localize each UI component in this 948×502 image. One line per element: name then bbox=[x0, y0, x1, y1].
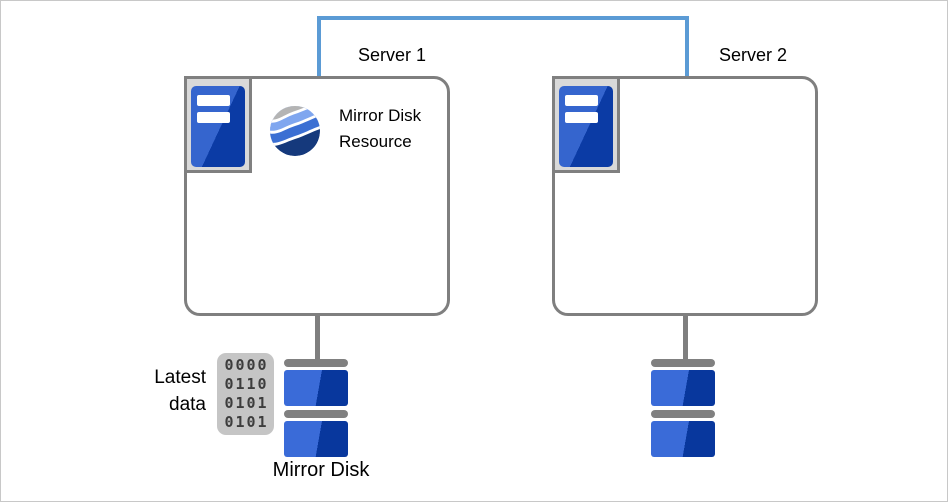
server-tower-body bbox=[191, 86, 245, 167]
disk-cap bbox=[651, 359, 715, 367]
disk-platter bbox=[284, 421, 348, 457]
mirror-disk-resource-label: Mirror Disk Resource bbox=[339, 106, 422, 151]
binary-row: 0110 bbox=[224, 375, 269, 393]
disk-connector-line bbox=[315, 314, 320, 360]
server-drive-bay bbox=[197, 95, 230, 106]
server2-label: Server 2 bbox=[718, 45, 788, 65]
server-tower-icon bbox=[184, 76, 252, 173]
mirror-disk-resource-icon bbox=[270, 106, 320, 156]
server-drive-bay bbox=[565, 95, 598, 106]
server1-label: Server 1 bbox=[357, 45, 427, 65]
server-interconnect-line bbox=[317, 16, 689, 76]
disk-connector-line bbox=[683, 314, 688, 360]
mirror-disk-label: Mirror Disk bbox=[272, 459, 370, 481]
disk-stack-icon bbox=[284, 359, 348, 457]
disk-platter bbox=[651, 421, 715, 457]
binary-row: 0101 bbox=[224, 394, 269, 412]
disk-platter bbox=[651, 370, 715, 406]
disk-cap bbox=[284, 410, 348, 418]
disk-cap bbox=[651, 410, 715, 418]
latest-data-label: Latest data bbox=[154, 367, 206, 415]
server-tower-body bbox=[559, 86, 613, 167]
server-drive-bay bbox=[197, 112, 230, 123]
server-drive-bay bbox=[565, 112, 598, 123]
binary-data-block: 0000 0110 0101 0101 bbox=[217, 353, 274, 435]
server-tower-icon bbox=[552, 76, 620, 173]
disk-stack-icon bbox=[651, 359, 715, 457]
binary-row: 0101 bbox=[224, 413, 269, 431]
binary-row: 0000 bbox=[224, 356, 269, 374]
disk-platter bbox=[284, 370, 348, 406]
disk-cap bbox=[284, 359, 348, 367]
